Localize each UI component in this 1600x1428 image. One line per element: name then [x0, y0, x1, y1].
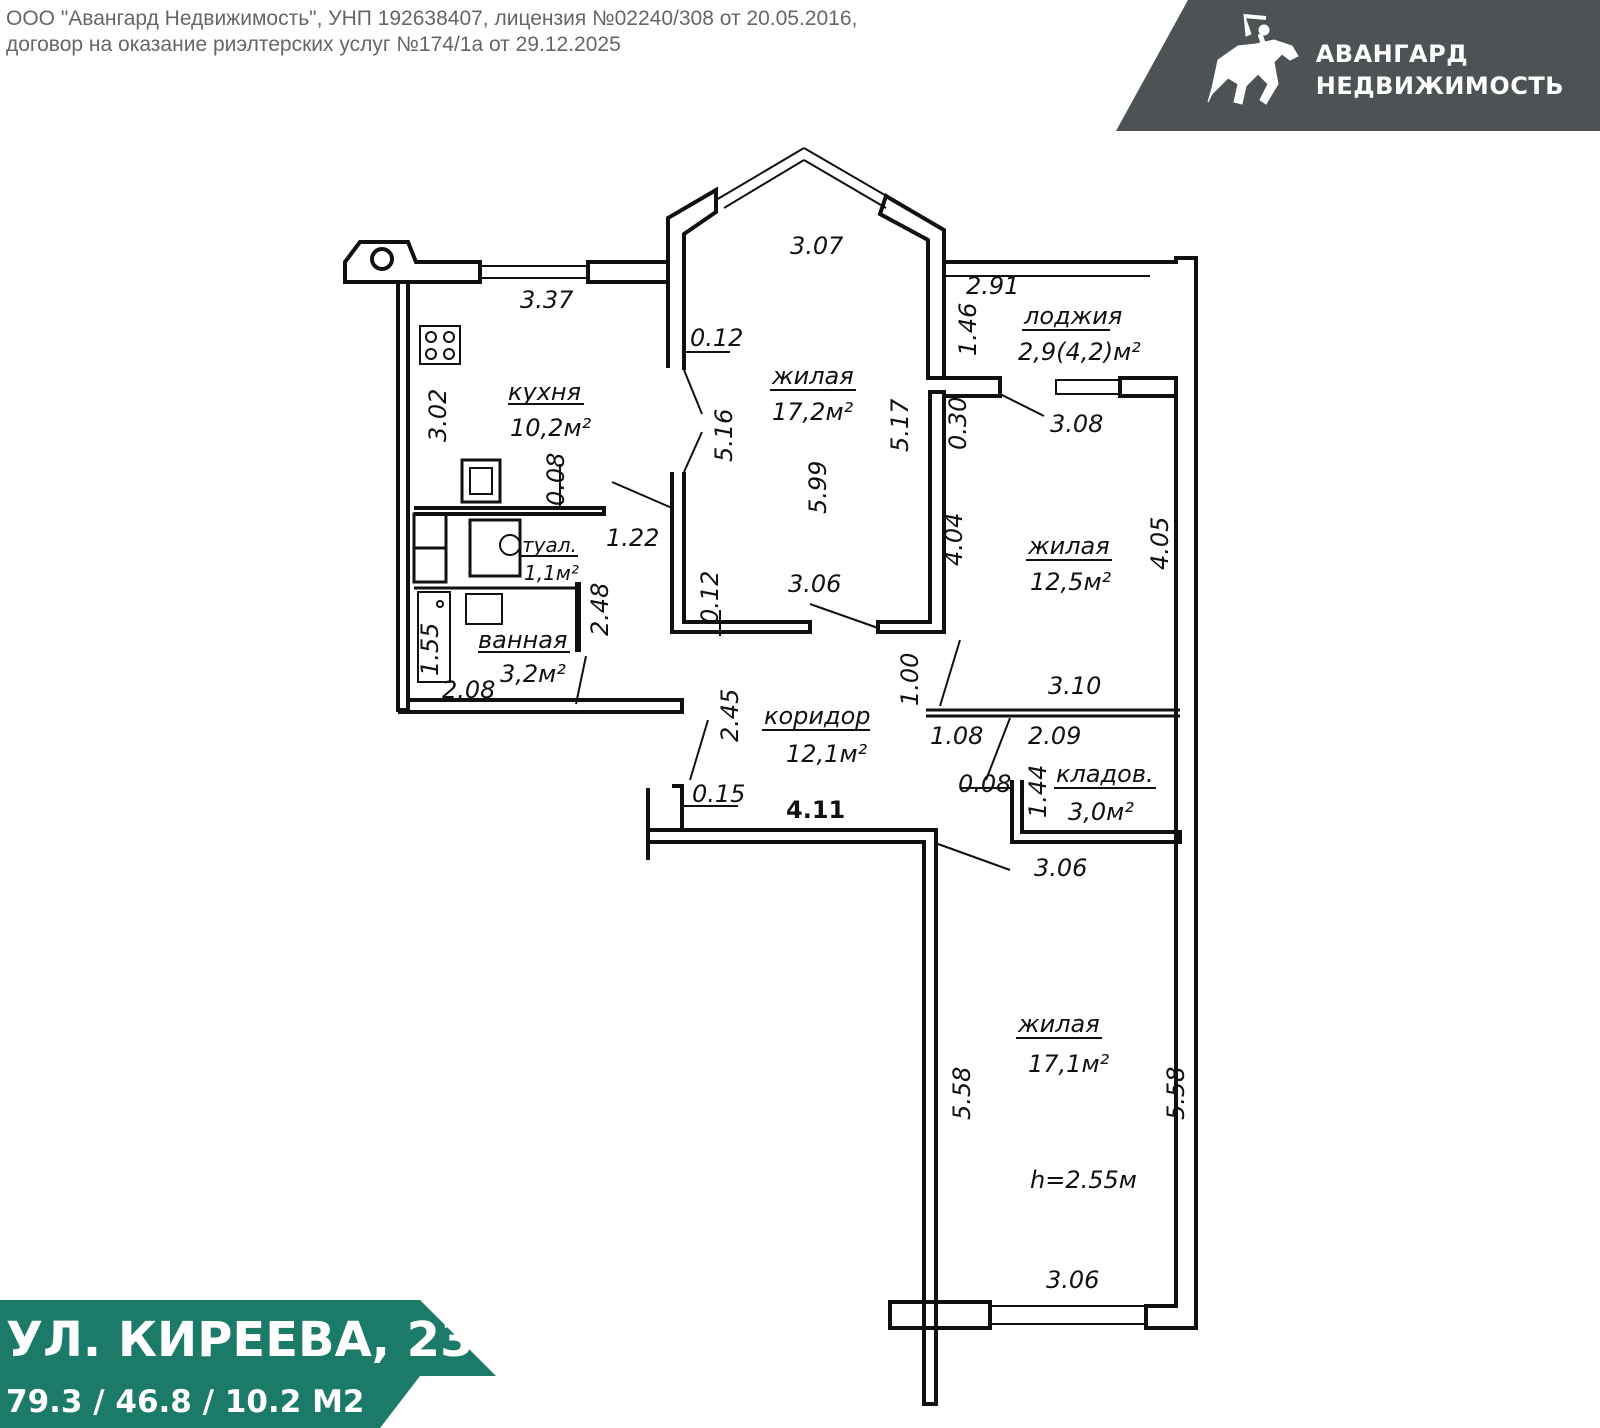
dim-4-04: 4.04 [940, 513, 968, 566]
dimension-labels: 3.07 3.37 2.91 1.46 0.12 3.02 5.16 5.99 … [416, 232, 1190, 1294]
dim-1-46: 1.46 [954, 303, 982, 356]
dim-2-48: 2.48 [586, 583, 614, 636]
room-labels: кухня 10,2м² жилая 17,2м² лоджия 2,9(4,2… [478, 302, 1156, 1194]
dim-1-08: 1.08 [930, 722, 983, 750]
dim-4-11: 4.11 [786, 796, 845, 824]
dim-3-02: 3.02 [424, 389, 452, 442]
toilet-area: 1,1м² [524, 561, 579, 585]
dim-2-08: 2.08 [442, 676, 495, 704]
dim-3-06-storage: 3.06 [1034, 854, 1087, 882]
toilet-name: туал. [522, 533, 577, 557]
dim-2-45: 2.45 [716, 689, 744, 742]
bay-wall-left [666, 186, 718, 348]
plan-walls [343, 147, 1198, 1406]
loggia-window [1055, 379, 1121, 395]
living2-area: 12,5м² [1030, 568, 1112, 596]
brand-name-line-1: АВАНГАРД [1315, 40, 1469, 68]
loggia-name: лоджия [1023, 302, 1122, 330]
bath-area: 3,2м² [500, 660, 566, 688]
dim-3-08: 3.08 [1050, 410, 1103, 438]
bathtub-fixture [417, 591, 451, 683]
corridor-name: коридор [764, 702, 871, 730]
sink-fixture [460, 458, 502, 504]
dim-0-12-top: 0.12 [690, 324, 743, 352]
dim-3-07: 3.07 [790, 232, 844, 260]
dim-5-16: 5.16 [710, 409, 738, 462]
address-title: УЛ. КИРЕЕВА, 23 [6, 1312, 474, 1368]
storage-name: кладов. [1056, 760, 1154, 788]
toilet-fixture [468, 518, 522, 578]
living1-name: жилая [771, 362, 854, 390]
brand-name-line-2: НЕДВИЖИМОСТЬ [1315, 72, 1564, 100]
dim-0-12-bottom: 0.12 [696, 571, 724, 624]
dim-1-55: 1.55 [416, 623, 444, 676]
dim-3-10: 3.10 [1048, 672, 1101, 700]
dim-3-06-living1: 3.06 [788, 570, 841, 598]
kitchen-area: 10,2м² [510, 414, 592, 442]
area-stats: 79.3 / 46.8 / 10.2 М2 [6, 1384, 365, 1420]
ceiling-height: h=2.55м [1030, 1166, 1137, 1194]
license-header: ООО "Авангард Недвижимость", УНП 1926384… [6, 6, 857, 58]
dim-0-08-top: 0.08 [542, 453, 570, 506]
storage-area: 3,0м² [1068, 798, 1134, 826]
address-banner-bg [0, 1300, 496, 1428]
vent-circle [370, 247, 394, 271]
living1-area: 17,2м² [772, 398, 854, 426]
kitchen-outer-wall [396, 282, 410, 712]
dim-3-06-bottom: 3.06 [1046, 1266, 1099, 1294]
dim-5-17: 5.17 [886, 398, 914, 452]
dim-5-58-left: 5.58 [948, 1067, 976, 1120]
dim-4-05: 4.05 [1146, 517, 1174, 570]
dim-1-00: 1.00 [896, 653, 924, 706]
kitchen-name: кухня [508, 378, 581, 406]
dim-0-15: 0.15 [692, 780, 745, 808]
license-line-1: ООО "Авангард Недвижимость", УНП 1926384… [6, 7, 858, 30]
stove-fixture [419, 325, 461, 365]
dim-1-22: 1.22 [606, 524, 659, 552]
brand-name: АВАНГАРД НЕДВИЖИМОСТЬ [1316, 38, 1564, 102]
dim-2-91: 2.91 [966, 272, 1019, 300]
dim-5-99: 5.99 [804, 461, 832, 514]
living3-name: жилая [1017, 1010, 1100, 1038]
dim-0-30: 0.30 [944, 397, 972, 450]
vent-block [343, 240, 482, 284]
living2-name: жилая [1027, 532, 1110, 560]
bath-name: ванная [478, 626, 567, 654]
dim-5-58-right: 5.58 [1162, 1067, 1190, 1120]
dim-3-37: 3.37 [520, 286, 574, 314]
brand-banner [1116, 0, 1600, 131]
dim-0-08-storage: 0.08 [958, 770, 1011, 798]
dim-2-09: 2.09 [1028, 722, 1081, 750]
corridor-area: 12,1м² [786, 740, 868, 768]
bay-wall-right [877, 193, 946, 380]
license-line-2: договор на оказание риэлтерских услуг №1… [6, 33, 621, 56]
dim-1-44: 1.44 [1024, 765, 1052, 818]
living3-area: 17,1м² [1028, 1050, 1110, 1078]
loggia-area: 2,9(4,2)м² [1018, 338, 1141, 366]
knight-on-horse-icon [1207, 13, 1299, 105]
